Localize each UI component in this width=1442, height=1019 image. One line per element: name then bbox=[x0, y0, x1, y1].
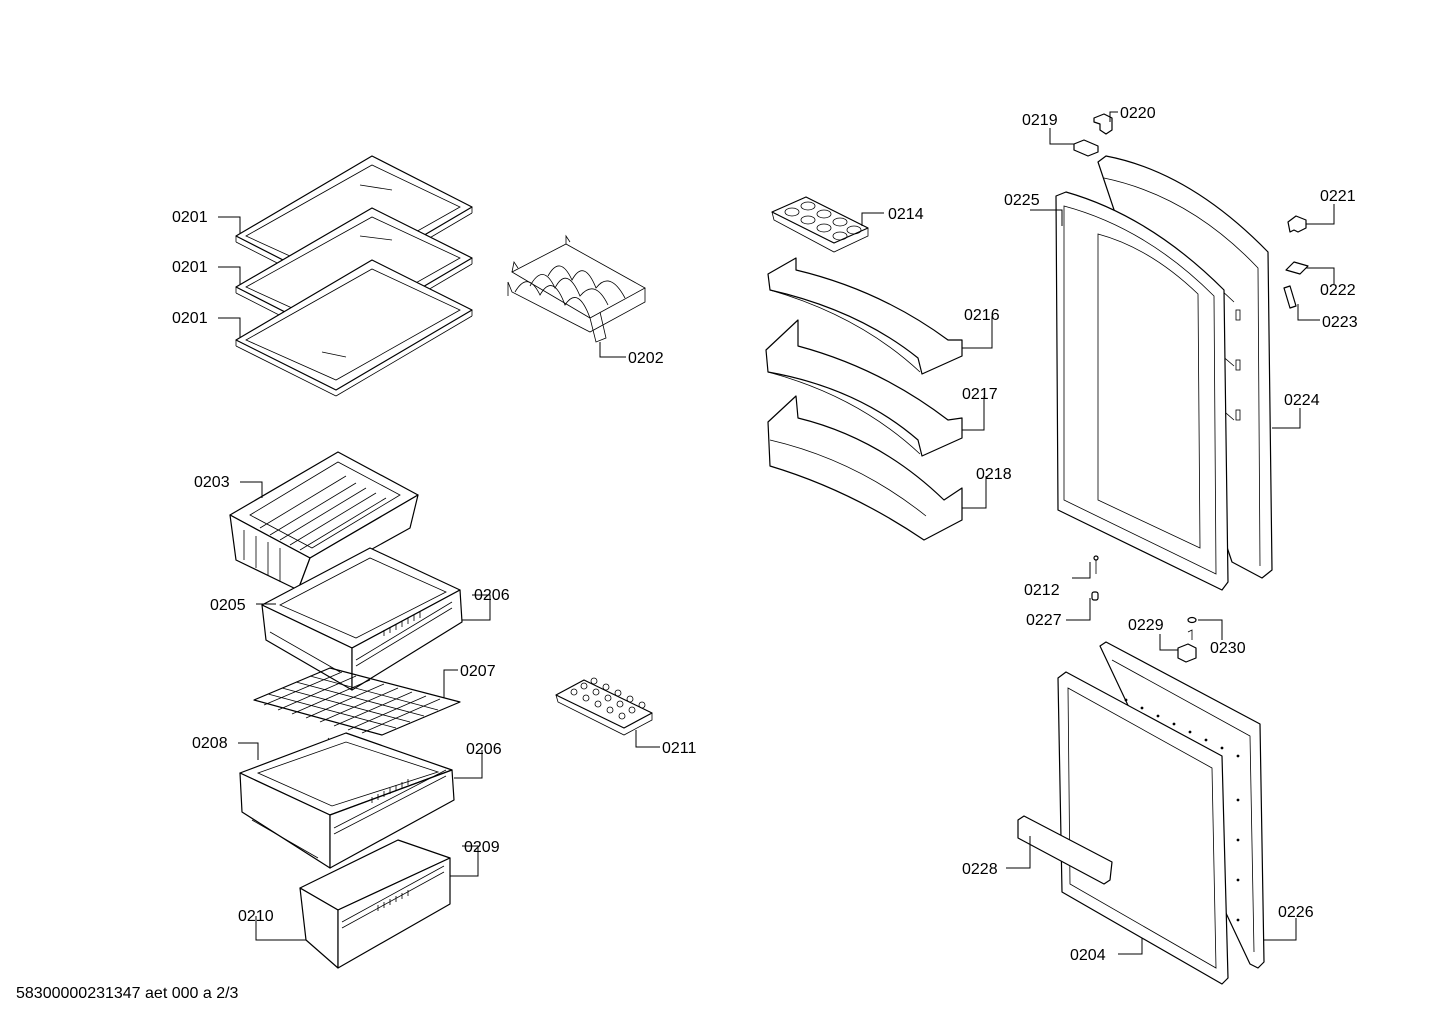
glass-shelf-bottom[interactable] bbox=[235, 259, 473, 397]
hinge-pin-cover[interactable] bbox=[1285, 261, 1309, 275]
ice-cube-tray[interactable] bbox=[555, 677, 653, 736]
label-0206-lower: 0206 bbox=[466, 741, 502, 758]
label-0201-middle: 0201 bbox=[172, 259, 208, 276]
label-0225: 0225 bbox=[1004, 192, 1040, 209]
label-0217: 0217 bbox=[962, 386, 998, 403]
hinge-right[interactable] bbox=[1287, 215, 1307, 233]
egg-tray[interactable] bbox=[771, 196, 869, 253]
fridge-door-gasket[interactable] bbox=[1055, 191, 1229, 591]
label-0211: 0211 bbox=[662, 740, 697, 757]
label-0205: 0205 bbox=[210, 597, 246, 614]
door-shelf-upper[interactable] bbox=[767, 257, 963, 375]
label-0228: 0228 bbox=[962, 861, 998, 878]
door-shelf-bottle[interactable] bbox=[767, 395, 963, 541]
label-0222: 0222 bbox=[1320, 282, 1356, 299]
vegetable-drawer-lower[interactable] bbox=[239, 732, 455, 869]
label-0218: 0218 bbox=[976, 466, 1012, 483]
label-0209: 0209 bbox=[464, 839, 500, 856]
label-0207: 0207 bbox=[460, 663, 496, 680]
label-0223: 0223 bbox=[1322, 314, 1358, 331]
bushing[interactable] bbox=[1091, 591, 1099, 601]
leader-lines bbox=[218, 111, 1335, 955]
hinge-bracket[interactable] bbox=[1177, 643, 1197, 663]
label-0204: 0204 bbox=[1070, 947, 1106, 964]
label-0201-bottom: 0201 bbox=[172, 310, 208, 327]
label-0216: 0216 bbox=[964, 307, 1000, 324]
bottle-rack[interactable] bbox=[507, 234, 646, 343]
label-0226: 0226 bbox=[1278, 904, 1314, 921]
top-hinge[interactable] bbox=[1093, 113, 1113, 135]
washer[interactable] bbox=[1187, 616, 1197, 641]
document-footer-code: 58300000231347 aet 000 a 2/3 bbox=[16, 985, 239, 1002]
freezer-door-gasket[interactable] bbox=[1057, 671, 1229, 985]
label-0201-top: 0201 bbox=[172, 209, 208, 226]
label-0227: 0227 bbox=[1026, 612, 1062, 629]
label-0203: 0203 bbox=[194, 474, 230, 491]
hinge-plate[interactable] bbox=[1283, 285, 1297, 309]
wire-shelf[interactable] bbox=[253, 667, 461, 753]
label-0221: 0221 bbox=[1320, 188, 1356, 205]
label-0224: 0224 bbox=[1284, 392, 1320, 409]
door-shelf-middle[interactable] bbox=[765, 319, 963, 457]
part-labels: 0201 0201 0201 0202 0203 0205 0206 0207 … bbox=[172, 105, 1358, 964]
label-0206-upper: 0206 bbox=[474, 587, 510, 604]
label-0219: 0219 bbox=[1022, 112, 1058, 129]
hinge-cover[interactable] bbox=[1073, 139, 1099, 157]
freezer-flap[interactable] bbox=[1017, 815, 1113, 885]
label-0208: 0208 bbox=[192, 735, 228, 752]
screw[interactable] bbox=[1093, 555, 1099, 574]
label-0230: 0230 bbox=[1210, 640, 1246, 657]
label-0202: 0202 bbox=[628, 350, 664, 367]
freezer-drawer[interactable] bbox=[299, 839, 451, 969]
label-0210: 0210 bbox=[238, 908, 274, 925]
basket[interactable] bbox=[229, 451, 419, 591]
label-0212: 0212 bbox=[1024, 582, 1060, 599]
label-0220: 0220 bbox=[1120, 105, 1156, 122]
label-0229: 0229 bbox=[1128, 617, 1164, 634]
label-0214: 0214 bbox=[888, 206, 924, 223]
